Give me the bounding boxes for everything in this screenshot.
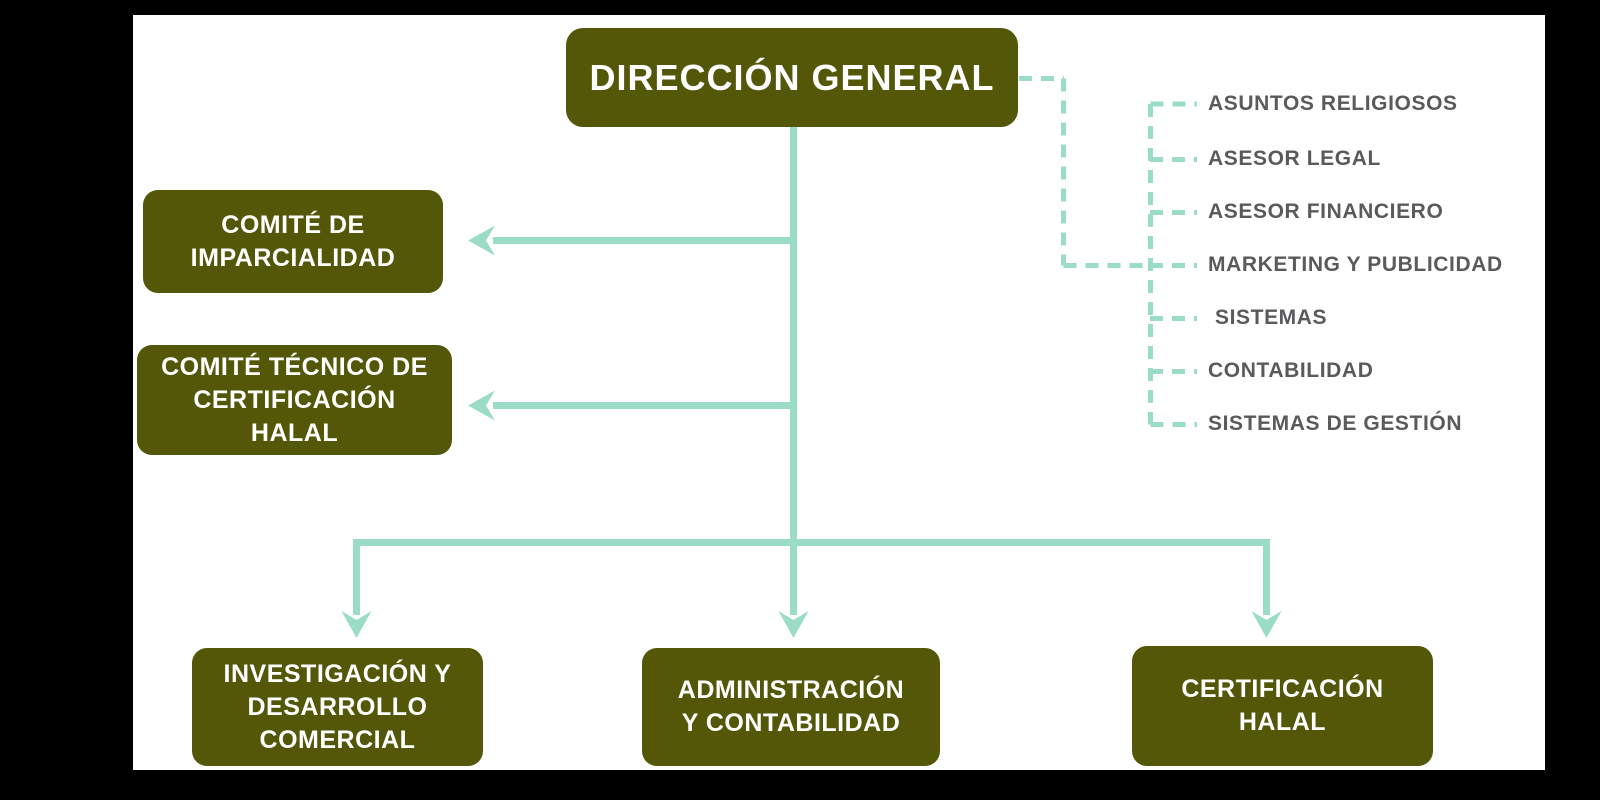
arrowhead-dept-left [341, 611, 372, 638]
node-direccion-general: DIRECCIÓN GENERAL [566, 28, 1018, 127]
advisor-asuntos-religiosos: ASUNTOS RELIGIOSOS [1208, 92, 1458, 115]
arrowhead-dept-right [1251, 611, 1282, 638]
org-chart-canvas: DIRECCIÓN GENERAL COMITÉ DE IMPARCIALIDA… [133, 15, 1545, 770]
arrowhead-dept-middle [778, 611, 809, 638]
connector-layer [341, 76, 1282, 638]
advisor-marketing-publicidad: MARKETING Y PUBLICIDAD [1208, 253, 1503, 276]
node-comite-tecnico-certificacion-halal: COMITÉ TÉCNICO DE CERTIFICACIÓN HALAL [137, 345, 452, 455]
node-administracion-contabilidad: ADMINISTRACIÓN Y CONTABILIDAD [642, 648, 940, 766]
advisor-contabilidad: CONTABILIDAD [1208, 359, 1374, 382]
node-certificacion-halal: CERTIFICACIÓN HALAL [1132, 646, 1433, 766]
advisor-sistemas: SISTEMAS [1215, 306, 1328, 329]
arrowhead-comite-imparcialidad [468, 225, 495, 256]
advisor-asesor-financiero: ASESOR FINANCIERO [1208, 200, 1444, 223]
advisor-sistemas-de-gestion: SISTEMAS DE GESTIÓN [1208, 412, 1463, 435]
arrowhead-comite-tecnico [468, 390, 495, 421]
advisor-asesor-legal: ASESOR LEGAL [1208, 147, 1381, 170]
node-comite-de-imparcialidad: COMITÉ DE IMPARCIALIDAD [143, 190, 443, 293]
node-investigacion-desarrollo-comercial: INVESTIGACIÓN Y DESARROLLO COMERCIAL [192, 648, 483, 766]
